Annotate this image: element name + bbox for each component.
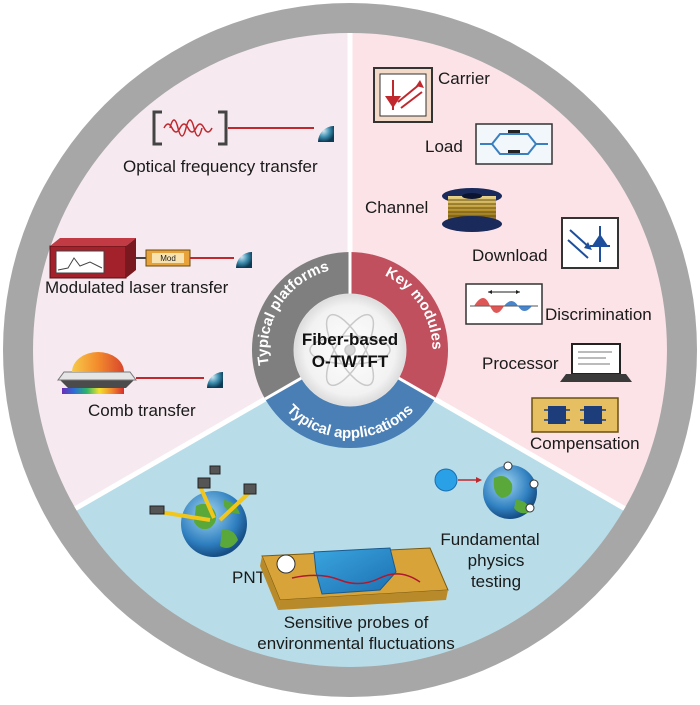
comb-transfer-icon: [57, 352, 223, 394]
download-photodetector-icon: [561, 217, 619, 269]
label-load: Load: [425, 137, 463, 156]
ring-modules: [350, 252, 449, 399]
label-fundamental-line2: physics: [468, 551, 525, 570]
label-probes-line1: Sensitive probes of: [284, 613, 429, 632]
center-hub: Fiber-based O-TWTFT: [293, 293, 407, 407]
atom-icon: [309, 313, 391, 387]
label-download: Download: [472, 246, 548, 265]
satellite-icon: [149, 465, 257, 515]
fundamental-physics-icon: [434, 461, 539, 519]
label-comb-transfer: Comb transfer: [88, 401, 196, 420]
label-discrimination: Discrimination: [545, 305, 652, 324]
channel-fiber-spool-icon: [442, 188, 502, 232]
label-channel: Channel: [365, 198, 428, 217]
label-modulated-laser-transfer: Modulated laser transfer: [45, 278, 229, 297]
compensation-chip-icon: [531, 397, 619, 433]
label-compensation: Compensation: [530, 434, 640, 453]
modulated-laser-icon: Mod: [49, 238, 252, 279]
processor-laptop-icon: [560, 343, 632, 382]
label-carrier: Carrier: [438, 69, 490, 88]
center-title-line2: O-TWTFT: [312, 352, 389, 371]
label-probes-line2: environmental fluctuations: [257, 634, 455, 653]
pnt-earth-satellite-icon: [149, 465, 257, 557]
load-modulator-icon: [475, 123, 553, 165]
label-processor: Processor: [482, 354, 559, 373]
discrimination-signal-icon: [465, 283, 543, 325]
label-optical-frequency-transfer: Optical frequency transfer: [123, 157, 318, 176]
probe-atom-icon: [276, 554, 296, 574]
label-fundamental-line1: Fundamental: [440, 530, 539, 549]
label-fundamental-line3: testing: [471, 572, 521, 591]
label-pnt: PNT: [232, 568, 266, 587]
ring-applications: [265, 378, 435, 449]
optical-frequency-transfer-icon: [152, 110, 334, 146]
applications-sector: [75, 350, 625, 667]
ring-platforms: [251, 252, 350, 399]
modulator-tag: Mod: [160, 254, 176, 263]
carrier-icon: [373, 67, 433, 123]
center-title-line1: Fiber-based: [302, 330, 398, 349]
environmental-probe-icon: [260, 547, 449, 610]
